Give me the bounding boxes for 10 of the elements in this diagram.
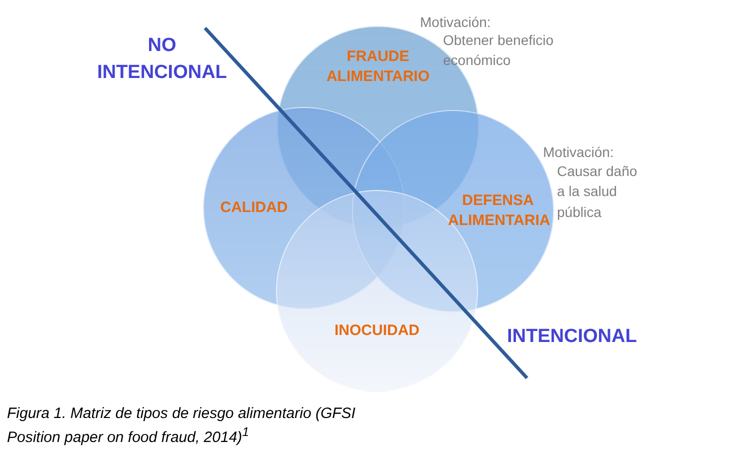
motivation-note: Causar daño a la salud pública xyxy=(557,162,638,222)
figure-caption: Figura 1. Matriz de tipos de riesgo alimentario (GFSI Position paper on food fraud, 2014)$^{1}$ xyxy=(7,404,356,447)
circle-label: FRAUDE ALIMENTARIO xyxy=(325,47,431,88)
circle-label: CALIDAD xyxy=(219,198,289,218)
intent-label: NO INTENCIONAL xyxy=(96,34,228,85)
circle-label: DEFENSA ALIMENTARIA xyxy=(448,191,548,232)
circle-label: INOCUIDAD xyxy=(334,321,420,341)
intent-label: INTENCIONAL xyxy=(507,325,638,349)
motivation-note: Motivación: xyxy=(420,13,492,32)
motivation-note: Motivación: xyxy=(543,143,615,162)
